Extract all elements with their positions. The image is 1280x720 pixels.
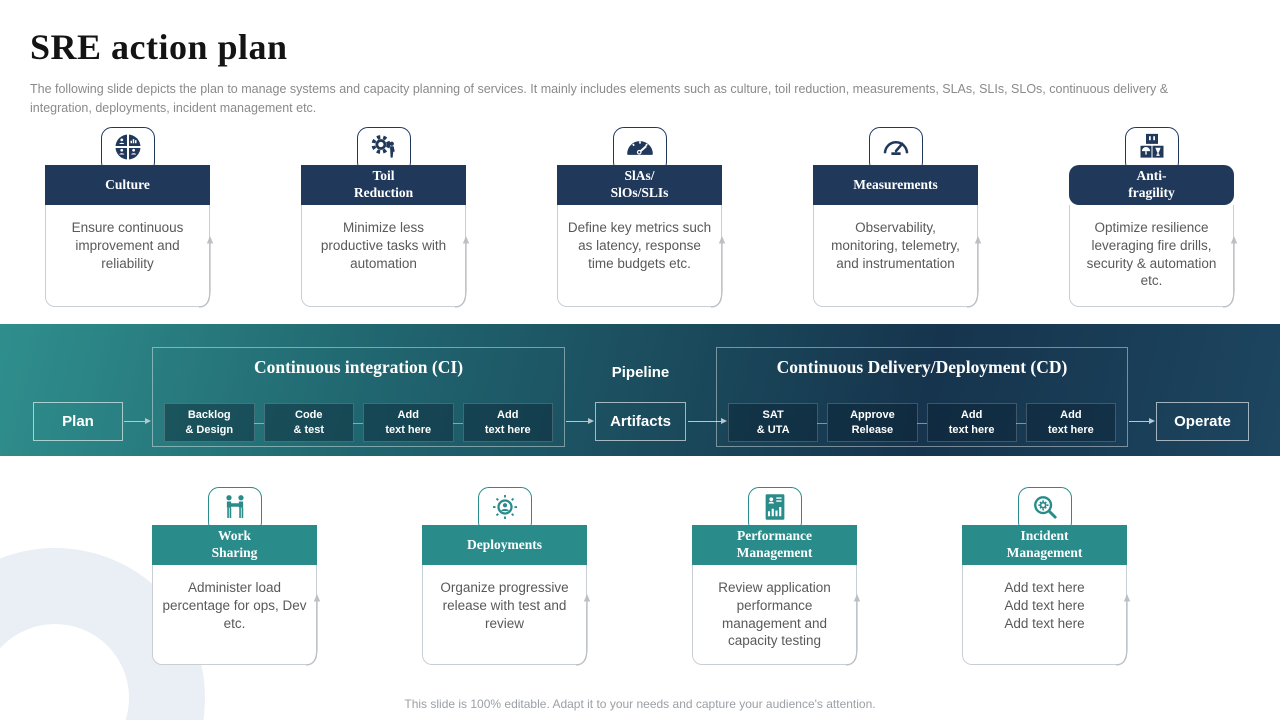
cd-step: Add text here bbox=[1025, 403, 1116, 442]
ci-step: Add text here bbox=[462, 403, 553, 442]
arrow-plan-to-ci bbox=[124, 416, 151, 426]
work-sharing-card: Work Sharing Administer load percentage … bbox=[152, 487, 321, 666]
arrow-ci-to-artifacts bbox=[566, 416, 594, 426]
card-body: Ensure continuous improvement and reliab… bbox=[45, 205, 210, 307]
cd-step: SAT & UTA bbox=[728, 403, 828, 442]
cd-group: Continuous Delivery/Deployment (CD) SAT … bbox=[716, 347, 1128, 447]
slas-slos-slis-card: SlAs/ SlOs/SLIs Define key metrics such … bbox=[557, 127, 726, 308]
toil-reduction-card: Toil Reduction Minimize less productive … bbox=[301, 127, 470, 308]
curve-arrow-icon bbox=[454, 236, 470, 308]
curve-arrow-icon bbox=[1222, 236, 1238, 308]
arrow-artifacts-to-cd bbox=[688, 416, 727, 426]
card-body: Observability, monitoring, telemetry, an… bbox=[813, 205, 978, 307]
page-title: SRE action plan bbox=[30, 27, 288, 67]
card-title: Measurements bbox=[813, 165, 978, 205]
ci-step: Code & test bbox=[263, 403, 363, 442]
incident-management-card: Incident Management Add text here Add te… bbox=[962, 487, 1131, 666]
ci-step: Backlog & Design bbox=[164, 403, 263, 442]
measurements-card: Measurements Observability, monitoring, … bbox=[813, 127, 982, 308]
cd-group-title: Continuous Delivery/Deployment (CD) bbox=[776, 357, 1068, 377]
curve-arrow-icon bbox=[575, 594, 591, 666]
card-title: Toil Reduction bbox=[301, 165, 466, 205]
ci-group: Continuous integration (CI) Backlog & De… bbox=[152, 347, 565, 447]
card-body: Define key metrics such as latency, resp… bbox=[557, 205, 722, 307]
card-body: Optimize resilience leveraging fire dril… bbox=[1069, 205, 1234, 307]
card-title: Anti- fragility bbox=[1069, 165, 1234, 205]
operate-box: Operate bbox=[1156, 402, 1249, 441]
ci-step: Add text here bbox=[363, 403, 462, 442]
cd-step: Approve Release bbox=[827, 403, 927, 442]
curve-arrow-icon bbox=[845, 594, 861, 666]
card-title: Performance Management bbox=[692, 525, 857, 565]
curve-arrow-icon bbox=[198, 236, 214, 308]
page-subtitle: The following slide depicts the plan to … bbox=[30, 82, 1169, 116]
deployments-card: Deployments Organize progressive release… bbox=[422, 487, 591, 666]
pipeline-label: Pipeline bbox=[611, 364, 670, 381]
card-body: Administer load percentage for ops, Dev … bbox=[152, 565, 317, 665]
card-body: Minimize less productive tasks with auto… bbox=[301, 205, 466, 307]
pipeline-band: Plan Continuous integration (CI) Backlog… bbox=[0, 324, 1280, 456]
cd-steps: SAT & UTA Approve Release Add text here … bbox=[728, 403, 1116, 442]
curve-arrow-icon bbox=[305, 594, 321, 666]
card-title: Work Sharing bbox=[152, 525, 317, 565]
ci-steps: Backlog & Design Code & test Add text he… bbox=[164, 403, 553, 442]
footer-note: This slide is 100% editable. Adapt it to… bbox=[404, 697, 876, 711]
performance-management-card: Performance Management Review applicatio… bbox=[692, 487, 861, 666]
arrow-cd-to-operate bbox=[1129, 416, 1155, 426]
card-title: Deployments bbox=[422, 525, 587, 565]
plan-box: Plan bbox=[33, 402, 123, 441]
cd-step: Add text here bbox=[926, 403, 1027, 442]
curve-arrow-icon bbox=[710, 236, 726, 308]
card-body: Review application performance managemen… bbox=[692, 565, 857, 665]
curve-arrow-icon bbox=[966, 236, 982, 308]
card-title: Culture bbox=[45, 165, 210, 205]
card-body: Organize progressive release with test a… bbox=[422, 565, 587, 665]
culture-card: Culture Ensure continuous improvement an… bbox=[45, 127, 214, 308]
card-title: Incident Management bbox=[962, 525, 1127, 565]
anti-fragility-card: Anti- fragility Optimize resilience leve… bbox=[1069, 127, 1238, 308]
card-body: Add text here Add text here Add text her… bbox=[962, 565, 1127, 665]
ci-group-title: Continuous integration (CI) bbox=[253, 357, 464, 377]
curve-arrow-icon bbox=[1115, 594, 1131, 666]
artifacts-box: Artifacts bbox=[595, 402, 686, 441]
card-title: SlAs/ SlOs/SLIs bbox=[557, 165, 722, 205]
